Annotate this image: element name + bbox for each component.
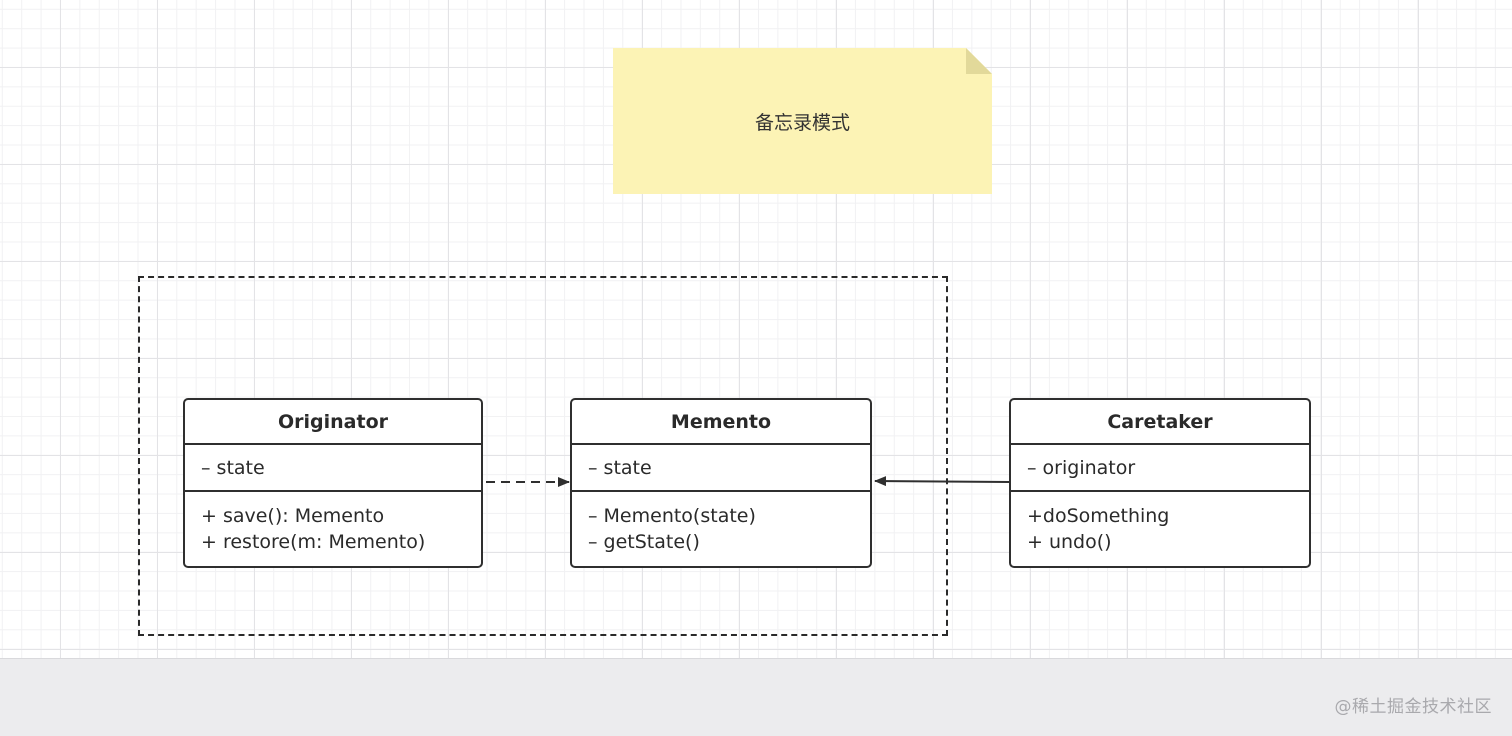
operation: – Memento(state) [588,505,756,527]
operation: +doSomething [1027,505,1170,527]
sticky-note[interactable] [613,48,992,194]
attribute: – originator [1027,456,1136,479]
operation: – getState() [588,531,700,553]
class-name: Caretaker [1011,400,1309,445]
class-originator[interactable]: Originator – state + save(): Memento + r… [183,398,483,568]
attribute: – state [201,456,265,479]
class-attributes: – state [185,445,481,492]
bottom-bar [0,659,1512,736]
watermark: @稀土掘金技术社区 [1334,697,1492,717]
attribute: – state [588,456,652,479]
class-memento[interactable]: Memento – state – Memento(state) – getSt… [570,398,872,568]
class-attributes: – originator [1011,445,1309,492]
class-operations: +doSomething + undo() [1011,492,1309,555]
class-operations: + save(): Memento + restore(m: Memento) [185,492,481,555]
group-frame[interactable] [138,276,948,636]
class-name: Memento [572,400,870,445]
class-caretaker[interactable]: Caretaker – originator +doSomething + un… [1009,398,1311,568]
sticky-note-text: 备忘录模式 [754,111,850,134]
class-attributes: – state [572,445,870,492]
class-operations: – Memento(state) – getState() [572,492,870,555]
operation: + restore(m: Memento) [201,531,426,553]
operation: + save(): Memento [201,505,385,527]
operation: + undo() [1027,531,1112,553]
class-name: Originator [185,400,481,445]
